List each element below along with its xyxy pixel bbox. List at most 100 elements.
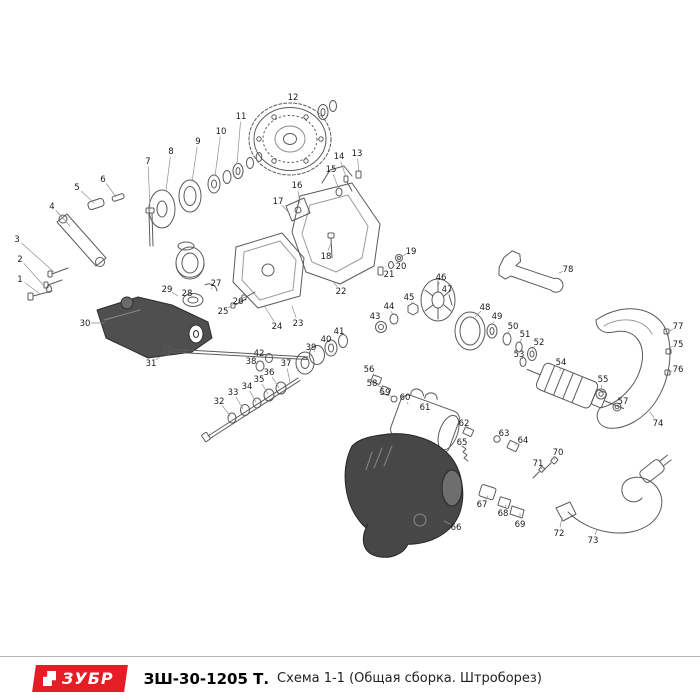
part-number-38: 38 <box>246 357 257 367</box>
part-number-76: 76 <box>673 365 684 375</box>
part-number-73: 73 <box>588 536 599 546</box>
part-number-26: 26 <box>233 297 244 307</box>
part-number-57: 57 <box>618 397 629 407</box>
rotor <box>526 362 625 409</box>
part-number-69: 69 <box>515 520 526 530</box>
part-number-68: 68 <box>498 509 509 519</box>
part-number-64: 64 <box>518 436 529 446</box>
part-number-39: 39 <box>306 343 317 353</box>
part-number-17: 17 <box>273 197 284 207</box>
exploded-view-diagram: 1234567891011121314151617181920212223242… <box>14 93 683 558</box>
dust-elbow <box>175 241 218 307</box>
bearing-ring <box>454 311 537 367</box>
model-label: ЗШ-30-1205 Т. <box>143 669 270 688</box>
part-number-70: 70 <box>553 448 564 458</box>
side-handle <box>56 193 125 267</box>
part-number-15: 15 <box>326 165 337 175</box>
small-parts <box>370 374 398 403</box>
part-number-63: 63 <box>499 429 510 439</box>
part-number-23: 23 <box>293 319 304 329</box>
part-number-19: 19 <box>406 247 417 257</box>
part-number-40: 40 <box>321 335 332 345</box>
part-number-47: 47 <box>442 285 453 295</box>
part-number-13: 13 <box>352 149 363 159</box>
part-number-33: 33 <box>228 388 239 398</box>
rear-handle <box>595 308 672 429</box>
part-number-54: 54 <box>556 358 567 368</box>
part-number-42: 42 <box>254 349 265 359</box>
part-number-45: 45 <box>404 293 415 303</box>
part-number-32: 32 <box>214 397 225 407</box>
fan <box>420 278 456 322</box>
part-number-21: 21 <box>384 270 395 280</box>
part-number-59: 59 <box>380 388 391 398</box>
part-number-43: 43 <box>370 312 381 322</box>
part-number-35: 35 <box>254 375 265 385</box>
part-number-78: 78 <box>563 265 574 275</box>
gear-parts <box>255 334 348 375</box>
part-number-7: 7 <box>145 157 150 167</box>
part-number-29: 29 <box>162 285 173 295</box>
flange-stack <box>148 152 263 229</box>
saw-blade <box>248 102 332 176</box>
blade-washers <box>317 100 337 120</box>
brand-name: ЗУБР <box>62 669 114 688</box>
part-number-50: 50 <box>508 322 519 332</box>
dust-housing <box>285 165 381 285</box>
part-number-62: 62 <box>459 419 470 429</box>
part-number-18: 18 <box>321 252 332 262</box>
motor-housing <box>344 433 464 558</box>
part-number-16: 16 <box>292 181 303 191</box>
part-number-53: 53 <box>514 350 525 360</box>
part-number-41: 41 <box>334 327 345 337</box>
gear-cover <box>232 232 305 309</box>
part-number-12: 12 <box>288 93 299 103</box>
part-number-66: 66 <box>451 523 462 533</box>
part-number-74: 74 <box>653 419 664 429</box>
part-number-11: 11 <box>236 112 247 122</box>
part-number-55: 55 <box>598 375 609 385</box>
part-number-5: 5 <box>74 183 79 193</box>
part-number-60: 60 <box>400 393 411 403</box>
part-number-75: 75 <box>673 340 684 350</box>
base-plate <box>96 296 213 359</box>
zubr-logo: ЗУБР <box>32 665 128 692</box>
part-number-24: 24 <box>272 322 283 332</box>
brush-parts <box>461 426 520 462</box>
footer: ЗУБР ЗШ-30-1205 Т. Схема 1-1 (Общая сбор… <box>0 656 700 700</box>
part-number-36: 36 <box>264 368 275 378</box>
part-number-61: 61 <box>420 403 431 413</box>
part-number-46: 46 <box>436 273 447 283</box>
guide-rod <box>163 345 309 360</box>
part-number-27: 27 <box>211 279 222 289</box>
part-number-67: 67 <box>477 500 488 510</box>
part-number-65: 65 <box>457 438 468 448</box>
part-number-34: 34 <box>242 382 253 392</box>
part-number-52: 52 <box>534 338 545 348</box>
long-bolt <box>145 207 155 247</box>
part-number-31: 31 <box>146 359 157 369</box>
part-number-3: 3 <box>14 235 19 245</box>
spindle-rod <box>201 377 301 443</box>
rear-screws <box>532 456 559 479</box>
part-number-37: 37 <box>281 359 292 369</box>
wrench <box>498 250 564 293</box>
part-number-10: 10 <box>216 127 227 137</box>
part-number-14: 14 <box>334 152 345 162</box>
part-number-48: 48 <box>480 303 491 313</box>
caption-label: Схема 1-1 (Общая сборка. Штроборез) <box>277 671 542 686</box>
part-number-6: 6 <box>100 175 105 185</box>
part-number-2: 2 <box>17 255 22 265</box>
handle-screws <box>27 267 69 301</box>
part-number-9: 9 <box>195 137 200 147</box>
part-number-51: 51 <box>520 330 531 340</box>
part-number-8: 8 <box>168 147 173 157</box>
part-number-56: 56 <box>364 365 375 375</box>
zubr-logo-icon <box>43 671 56 686</box>
bearing-cluster <box>375 302 419 333</box>
part-number-28: 28 <box>182 289 193 299</box>
part-number-25: 25 <box>218 307 229 317</box>
part-number-72: 72 <box>554 529 565 539</box>
part-number-1: 1 <box>17 275 22 285</box>
